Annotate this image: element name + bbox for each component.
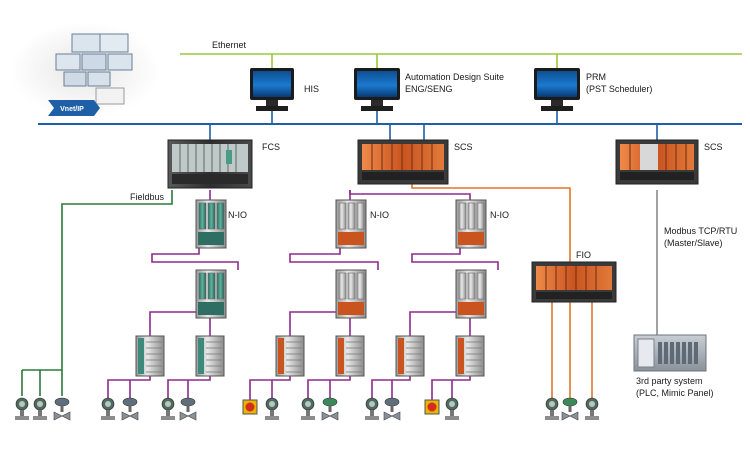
terminal-board xyxy=(395,335,425,377)
control-valve-icon xyxy=(383,397,401,421)
ethernet-label: Ethernet xyxy=(212,40,247,50)
pressure-transmitter-icon xyxy=(161,397,175,420)
operator-console-image: Vnet/IP xyxy=(10,22,160,118)
fio-cabinet xyxy=(531,261,617,303)
modbus-label-line2: (Master/Slave) xyxy=(664,238,723,248)
fio-label: FIO xyxy=(576,250,591,260)
vnet-ip-logo: Vnet/IP xyxy=(48,100,100,116)
terminal-board xyxy=(275,335,305,377)
nio-scs-b-label: N-IO xyxy=(490,210,509,220)
ads-label-line1: Automation Design Suite xyxy=(405,72,504,82)
nio-fcs-label: N-IO xyxy=(228,210,247,220)
pressure-transmitter-icon xyxy=(101,397,115,420)
terminal-board xyxy=(135,335,165,377)
control-valve-icon xyxy=(561,397,579,421)
his-workstation xyxy=(250,68,294,111)
scs-center-label: SCS xyxy=(454,142,473,152)
scs-controller-right xyxy=(615,139,699,185)
third-party-panel xyxy=(633,334,707,372)
fcs-label: FCS xyxy=(262,142,280,152)
scs-right-label: SCS xyxy=(704,142,723,152)
nio-module xyxy=(195,269,227,319)
console-monitors xyxy=(55,33,133,105)
prm-label-line1: PRM xyxy=(586,72,606,82)
control-valve-icon xyxy=(321,397,339,421)
alarm-beacon-icon xyxy=(424,399,440,415)
third-party-label-line2: (PLC, Mimic Panel) xyxy=(636,388,714,398)
nio-scs-a-label: N-IO xyxy=(370,210,389,220)
nio-module xyxy=(335,269,367,319)
engineering-workstation xyxy=(354,68,400,111)
scs-controller-center xyxy=(357,139,449,185)
field-devices xyxy=(15,397,599,421)
pressure-transmitter-icon xyxy=(545,397,559,420)
ads-label-line2: ENG/SENG xyxy=(405,84,453,94)
pressure-transmitter-icon xyxy=(445,397,459,420)
prm-label-line2: (PST Scheduler) xyxy=(586,84,652,94)
fio-wiring xyxy=(411,182,593,400)
modbus-label-line1: Modbus TCP/RTU xyxy=(664,226,737,236)
pressure-transmitter-icon xyxy=(585,397,599,420)
vnet-ip-logo-text: Vnet/IP xyxy=(60,106,84,113)
terminal-board xyxy=(455,335,485,377)
fcs-controller xyxy=(167,139,253,189)
pressure-transmitter-icon xyxy=(265,397,279,420)
prm-workstation xyxy=(534,68,580,111)
nio-module xyxy=(195,199,227,249)
pressure-transmitter-icon xyxy=(301,397,315,420)
third-party-label-line1: 3rd party system xyxy=(636,376,703,386)
nio-module xyxy=(455,199,487,249)
terminal-boards xyxy=(135,335,485,377)
nio-modules xyxy=(195,199,487,319)
nio-module xyxy=(335,199,367,249)
pressure-transmitter-icon xyxy=(365,397,379,420)
fieldbus-wiring xyxy=(21,190,173,396)
fieldbus-label: Fieldbus xyxy=(130,192,165,202)
pressure-transmitter-icon xyxy=(33,397,47,420)
control-valve-icon xyxy=(179,397,197,421)
control-valve-icon xyxy=(121,397,139,421)
terminal-board xyxy=(195,335,225,377)
terminal-board xyxy=(335,335,365,377)
his-label: HIS xyxy=(304,84,319,94)
nio-module xyxy=(455,269,487,319)
pressure-transmitter-icon xyxy=(15,397,29,420)
control-valve-icon xyxy=(53,397,71,421)
alarm-beacon-icon xyxy=(242,399,258,415)
